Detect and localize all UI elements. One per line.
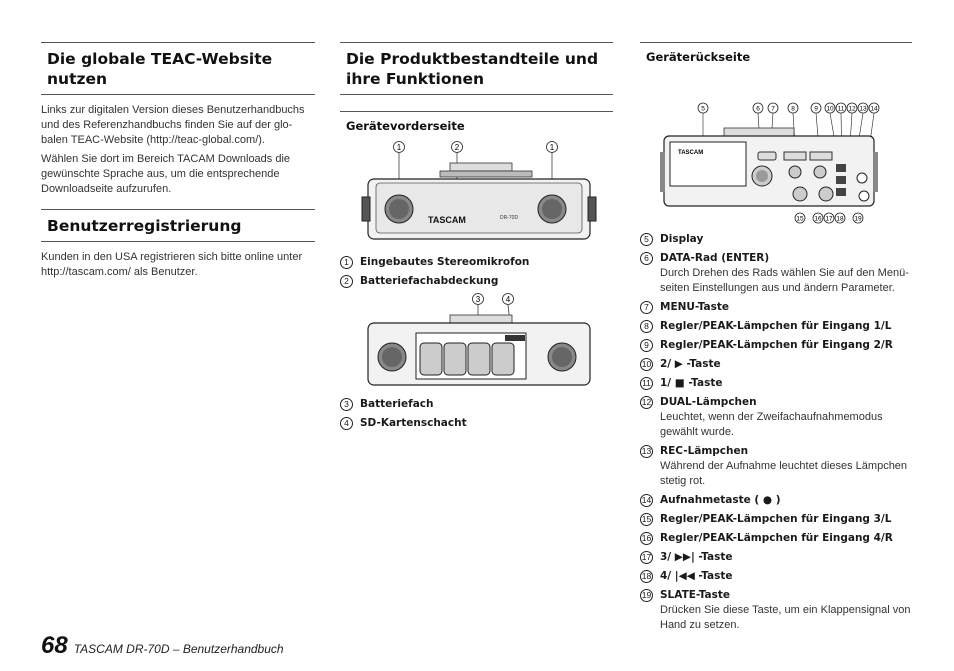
rear-panel-drawing: 5 6 7 8 9 10 11 12 13 14 [660,102,880,224]
footer-title: TASCAM DR-70D – Benutzerhandbuch [73,642,284,656]
registration-heading: Benutzerregistrierung [47,217,242,235]
rear-callout-10: 10 [826,106,834,113]
front-callout-1b: 1 [550,143,555,152]
registration-heading-box: Benutzerregistrierung [41,209,315,242]
front-panel-figure: 1 2 1 TASCAM DR-70D [340,139,613,249]
front-subheading-box: Gerätevorderseite [340,111,613,133]
left-column: Die globale TEAC-Website nutzen Links zu… [41,42,315,284]
page-number: 68 [41,632,68,659]
front-panel-drawing: 1 2 1 TASCAM DR-70D [361,141,597,240]
components-heading-box: Die Produktbestandteile und ihre Funktio… [340,42,613,95]
rear-callout-9: 9 [814,106,818,113]
battery-callout-4: 4 [506,295,511,304]
rear-callout-5: 5 [701,106,705,113]
teac-website-paragraph-1: Links zur digitalen Version dieses Benut… [41,104,305,146]
rear-brand-label: TASCAM [678,150,703,156]
right-column: Geräterückseite 5 6 7 8 9 10 11 12 13 14 [640,42,912,637]
front-subheading: Gerätevorderseite [346,119,465,133]
page-footer: 68 TASCAM DR-70D – Benutzerhandbuch [41,632,284,660]
rear-callout-19: 19 [854,216,862,223]
components-heading: Die Produktbestandteile und ihre Funktio… [346,50,599,88]
battery-compartment-drawing: 3 4 [367,293,591,386]
battery-callout-3: 3 [476,295,481,304]
front-brand-label: TASCAM [428,215,466,225]
rear-callout-6: 6 [756,106,760,113]
rear-callout-11: 11 [838,106,845,113]
rear-callout-12: 12 [848,106,856,113]
middle-column: Die Produktbestandteile und ihre Funktio… [340,42,613,435]
battery-compartment-figure: 3 4 [340,293,613,391]
rear-callout-17: 17 [825,216,833,223]
teac-website-heading: Die globale TEAC-Website nutzen [47,50,273,88]
rear-callout-8: 8 [791,106,795,113]
front-model-label: DR-70D [500,215,518,221]
rear-callout-16: 16 [814,216,822,223]
front-callout-2: 2 [455,143,460,152]
rear-callout-18: 18 [836,216,844,223]
rear-subheading-box: Geräterückseite [640,42,912,64]
rear-callout-7: 7 [771,106,775,113]
rear-subheading: Geräterückseite [646,50,751,64]
rear-callout-15: 15 [796,216,804,223]
rear-panel-figure: 5 6 7 8 9 10 11 12 13 14 [640,68,912,228]
front-callout-1a: 1 [397,143,402,152]
teac-website-heading-box: Die globale TEAC-Website nutzen [41,42,315,95]
rear-callout-14: 14 [870,106,878,113]
registration-paragraph: Kunden in den USA registrieren sich bitt… [41,251,303,278]
rear-callout-13: 13 [859,106,867,113]
teac-website-paragraph-2: Wählen Sie dort im Bereich TACAM Downloa… [41,153,291,195]
